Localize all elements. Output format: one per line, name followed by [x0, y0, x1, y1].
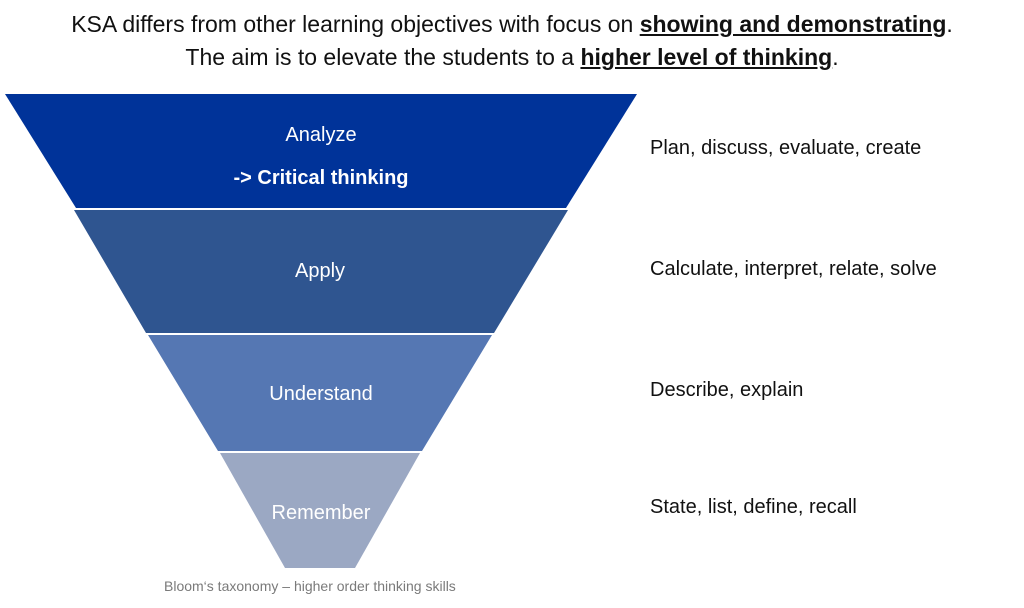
tier-apply-label: Apply	[295, 260, 345, 282]
tier-analyze-label: Analyze	[285, 124, 356, 146]
tier-understand	[148, 335, 492, 451]
tier-remember-label: Remember	[272, 502, 371, 524]
tier-remember	[220, 453, 420, 568]
header-line-1-text: KSA differs from other learning objectiv…	[71, 11, 640, 37]
header-line-2-emphasis: higher level of thinking	[580, 44, 833, 70]
tier-analyze	[5, 94, 637, 208]
tier-analyze-verbs: Plan, discuss, evaluate, create	[650, 137, 922, 159]
tier-understand-verbs: Describe, explain	[650, 379, 804, 401]
tier-understand-label: Understand	[269, 383, 372, 405]
header-line-1-emphasis: showing and demonstrating	[639, 11, 947, 37]
header-line-2: The aim is to elevate the students to a …	[0, 41, 1024, 74]
tier-apply-verbs: Calculate, interpret, relate, solve	[650, 258, 937, 280]
header: KSA differs from other learning objectiv…	[0, 8, 1024, 74]
header-line-1-end: .	[946, 11, 953, 37]
header-line-2-text: The aim is to elevate the students to a	[185, 44, 581, 70]
figure-caption: Bloom‘s taxonomy – higher order thinking…	[164, 578, 456, 594]
tier-remember-verbs: State, list, define, recall	[650, 496, 857, 518]
tier-analyze-sublabel: -> Critical thinking	[233, 167, 408, 189]
tier-apply	[74, 210, 568, 333]
header-line-2-end: .	[832, 44, 839, 70]
header-line-1: KSA differs from other learning objectiv…	[0, 8, 1024, 41]
